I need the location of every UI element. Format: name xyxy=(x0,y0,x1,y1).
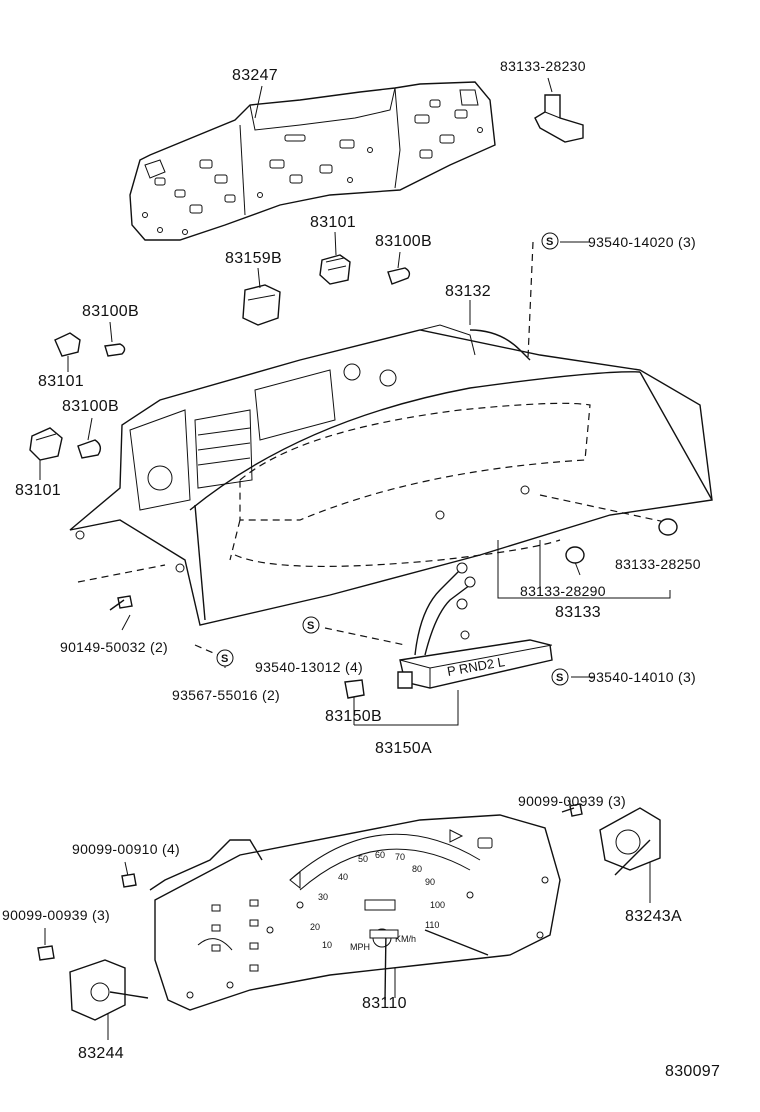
bulb-83100B-left2 xyxy=(77,439,102,459)
label-83159B: 83159B xyxy=(225,250,282,267)
label-83100B-top: 83100B xyxy=(375,233,432,250)
svg-text:40: 40 xyxy=(338,872,348,882)
label-93567-55016: 93567-55016 (2) xyxy=(172,687,281,703)
label-83133-28230: 83133-28230 xyxy=(500,58,586,74)
svg-text:90: 90 xyxy=(425,877,435,887)
svg-text:20: 20 xyxy=(310,922,320,932)
svg-text:60: 60 xyxy=(375,850,385,860)
s-symbol-93540-13012: S xyxy=(302,616,320,634)
clip-83133-28250 xyxy=(658,518,678,536)
svg-text:100: 100 xyxy=(430,900,445,910)
label-83101-left2: 83101 xyxy=(15,482,61,499)
label-83150A: 83150A xyxy=(375,740,432,757)
label-90099-00910: 90099-00910 (4) xyxy=(72,841,181,857)
label-90099-00939-left: 90099-00939 (3) xyxy=(2,907,111,923)
svg-text:50: 50 xyxy=(358,854,368,864)
socket-83159B xyxy=(242,284,281,326)
dial-plate-83110: MPH KM/h 20 30 40 50 60 70 80 90 10 110 … xyxy=(149,814,561,1011)
svg-text:S: S xyxy=(546,236,553,248)
label-93540-14010: 93540-14010 (3) xyxy=(588,669,697,685)
screw-90099-00939-left xyxy=(37,945,55,961)
label-83100B-left1: 83100B xyxy=(82,303,139,320)
bulb-83150B xyxy=(344,679,365,699)
label-93540-14020: 93540-14020 (3) xyxy=(588,234,697,250)
svg-text:110: 110 xyxy=(425,920,439,930)
svg-text:MPH: MPH xyxy=(350,942,370,952)
clip-83133-28290 xyxy=(565,546,585,564)
label-83110: 83110 xyxy=(362,995,407,1012)
label-83100B-left2: 83100B xyxy=(62,398,119,415)
socket-83101-left2 xyxy=(29,427,63,461)
svg-text:KM/h: KM/h xyxy=(395,934,416,944)
svg-text:S: S xyxy=(307,620,314,632)
svg-text:S: S xyxy=(556,672,563,684)
bulb-83100B-top xyxy=(387,267,411,285)
socket-83101-left1 xyxy=(54,332,81,357)
label-83133-28290: 83133-28290 xyxy=(520,583,606,599)
gauge-83244 xyxy=(69,959,149,1021)
label-83243A: 83243A xyxy=(625,908,682,925)
diagram-id: 830097 xyxy=(665,1063,721,1080)
screw-90099-00910 xyxy=(121,873,137,888)
meter-case-83132 xyxy=(69,324,713,626)
gauge-83243A xyxy=(599,807,661,876)
label-93540-13012: 93540-13012 (4) xyxy=(255,659,364,675)
screw-90099-00939-right xyxy=(561,803,583,817)
label-83247: 83247 xyxy=(232,67,278,84)
s-symbol-93540-14010: S xyxy=(551,668,569,686)
s-symbol-93540-14020: S xyxy=(541,232,559,250)
svg-text:30: 30 xyxy=(318,892,328,902)
label-90149-50032: 90149-50032 (2) xyxy=(60,639,169,655)
bracket-83133-28230 xyxy=(534,94,584,143)
label-83101-left1: 83101 xyxy=(38,373,84,390)
svg-text:80: 80 xyxy=(412,864,422,874)
s-symbol-93567-55016: S xyxy=(216,649,234,667)
label-83132: 83132 xyxy=(445,283,491,300)
label-83133-28250: 83133-28250 xyxy=(615,556,701,572)
svg-text:10: 10 xyxy=(322,940,332,950)
circuit-plate-83247 xyxy=(129,81,496,241)
socket-83101-top xyxy=(319,254,351,285)
label-83133: 83133 xyxy=(555,604,601,621)
label-83101-top: 83101 xyxy=(310,214,356,231)
label-83150B: 83150B xyxy=(325,708,382,725)
label-83244: 83244 xyxy=(78,1045,124,1062)
leader-lines xyxy=(39,77,671,1040)
svg-text:S: S xyxy=(221,653,228,665)
shift-indicator-83150A: P RND2 L xyxy=(397,562,553,689)
svg-text:70: 70 xyxy=(395,852,405,862)
bulb-83100B-left1 xyxy=(104,343,126,357)
screw-90149-50032 xyxy=(109,595,133,611)
label-90099-00939-right: 90099-00939 (3) xyxy=(518,793,627,809)
